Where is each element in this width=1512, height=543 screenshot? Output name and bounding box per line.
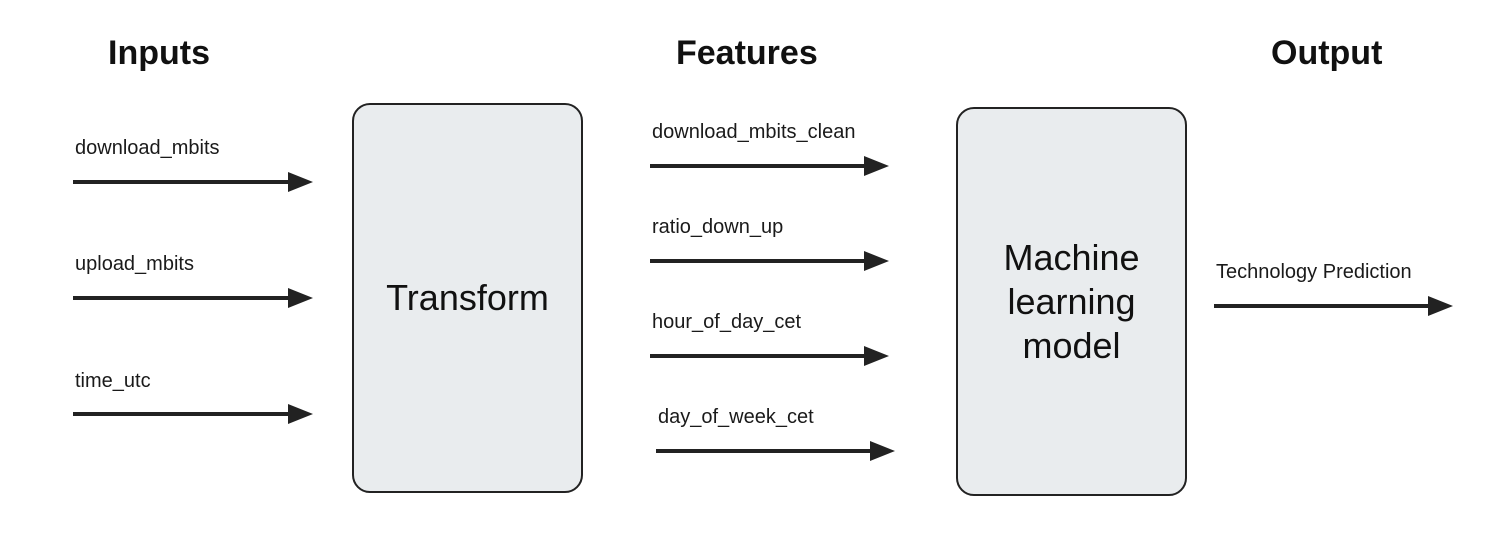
arrow-day-of-week-cet <box>656 441 895 461</box>
arrow-ratio-down-up <box>650 251 889 271</box>
transform-box-label: Transform <box>386 277 549 318</box>
machine-learning-model-box: Machine learning model <box>956 107 1187 496</box>
model-box-label: Machine learning model <box>1003 236 1140 366</box>
feature-label-hour-of-day-cet: hour_of_day_cet <box>652 311 802 333</box>
input-label-upload-mbits: upload_mbits <box>75 253 194 275</box>
transform-box: Transform <box>352 103 583 493</box>
arrow-hour-of-day-cet <box>650 346 889 366</box>
input-label-time-utc: time_utc <box>75 370 151 392</box>
features-heading: Features <box>676 34 818 72</box>
inputs-heading: Inputs <box>108 34 210 72</box>
output-heading: Output <box>1271 34 1383 72</box>
feature-label-day-of-week-cet: day_of_week_cet <box>658 406 814 428</box>
arrow-time-utc <box>73 404 313 424</box>
arrow-upload-mbits <box>73 288 313 308</box>
arrow-download-mbits <box>73 172 313 192</box>
feature-label-download-mbits-clean: download_mbits_clean <box>652 121 856 143</box>
output-label-technology-prediction: Technology Prediction <box>1216 261 1412 283</box>
feature-label-ratio-down-up: ratio_down_up <box>652 216 784 238</box>
arrow-technology-prediction <box>1214 296 1453 316</box>
input-label-download-mbits: download_mbits <box>75 137 220 159</box>
arrow-download-mbits-clean <box>650 156 889 176</box>
